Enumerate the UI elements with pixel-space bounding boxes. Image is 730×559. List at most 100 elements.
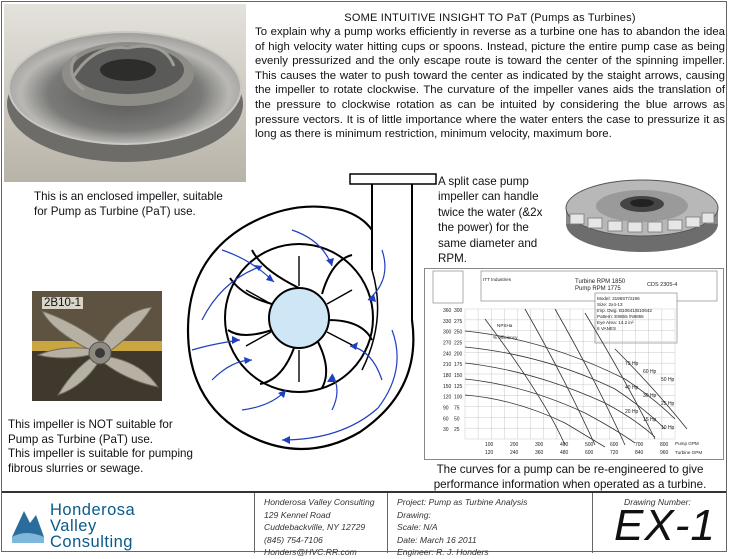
y-tick-label-right: 100 <box>454 395 463 401</box>
y-tick-label-left: 30 <box>443 427 449 433</box>
y-tick-label-left: 360 <box>443 308 452 314</box>
y-tick-label-right: 150 <box>454 373 463 379</box>
pump-curve-vanes: 6 VANES <box>597 326 616 331</box>
hp-curve-label: 25 Hp <box>661 401 675 407</box>
y-tick-label-right: 75 <box>454 406 460 412</box>
hp-curve-label: 15 Hp <box>643 417 657 423</box>
pump-curve-turbine-gpm: Turbine GPM <box>675 450 702 455</box>
not-suitable-caption: This impeller is NOT suitable for Pump a… <box>8 418 173 446</box>
fibrous-slurry-caption: This impeller is suitable for pumping fi… <box>8 447 193 475</box>
x-tick-label-pump: 400 <box>560 442 569 448</box>
title-block-divider <box>592 493 593 553</box>
x-tick-label-turbine: 840 <box>635 450 644 456</box>
split-case-caption: A split case pump impeller can handle tw… <box>438 175 543 266</box>
y-tick-label-left: 60 <box>443 416 449 422</box>
hp-curve-label: 10 Hp <box>661 425 675 431</box>
hp-curve-label: 60 Hp <box>643 369 657 375</box>
x-tick-label-pump: 100 <box>485 442 494 448</box>
company-phone: (845) 754-7106 <box>264 534 323 545</box>
y-tick-label-right: 175 <box>454 362 463 368</box>
hp-curve-label: 75 Hp <box>625 361 639 367</box>
pump-curve-eye-area: Eye Area: 14.2 in² <box>597 320 634 325</box>
project-scale: Scale: N/A <box>397 522 438 533</box>
company-email: Honders@HVC.RR.com <box>264 547 357 558</box>
y-tick-label-right: 275 <box>454 319 463 325</box>
enclosed-impeller-caption: This is an enclosed impeller, suitable f… <box>34 190 223 218</box>
y-tick-label-left: 210 <box>443 362 452 368</box>
pump-curve-turbine-rpm: Turbine RPM 1850 <box>575 279 626 285</box>
open-impeller-label: 2B10-1 <box>42 297 84 309</box>
y-tick-label-left: 240 <box>443 351 452 357</box>
pump-curve-npsh: NPSHa <box>497 323 513 328</box>
x-tick-label-turbine: 360 <box>535 450 544 456</box>
y-tick-label-right: 25 <box>454 427 460 433</box>
x-tick-label-turbine: 600 <box>585 450 594 456</box>
y-tick-label-left: 180 <box>443 373 452 379</box>
split-case-impeller-image <box>562 168 722 256</box>
x-tick-label-pump: 700 <box>635 442 644 448</box>
drawing-number-label: Drawing Number: <box>624 497 691 507</box>
project-engineer: Engineer: R. J. Honders <box>397 547 489 558</box>
logo-word-valley: Valley <box>50 517 97 535</box>
pump-curve-code: CDS 2305-4 <box>647 282 677 288</box>
y-tick-label-left: 120 <box>443 395 452 401</box>
title-block-divider <box>387 493 388 553</box>
drawing-number: EX-1 <box>614 501 716 550</box>
title-block: Honderosa Valley Consulting Honderosa Va… <box>2 491 726 557</box>
title-block-divider <box>254 493 255 553</box>
project-info-block: Project: Pump as Turbine Analysis Drawin… <box>397 496 527 559</box>
open-impeller-photo: 2B10-1 <box>32 291 162 401</box>
logo-word-honderosa: Honderosa <box>50 501 136 519</box>
pump-curve-pump-rpm: Pump RPM 1775 <box>575 286 621 292</box>
x-tick-label-turbine: 960 <box>660 450 669 456</box>
y-tick-label-right: 250 <box>454 330 463 336</box>
hp-curve-label: 40 Hp <box>625 385 639 391</box>
pump-curve-eff: % efficiency <box>493 335 518 340</box>
y-tick-label-left: 300 <box>443 330 452 336</box>
logo-word-consulting: Consulting <box>50 533 133 551</box>
pump-curve-company: ITT Industries <box>483 277 512 282</box>
company-street: 129 Kennel Road <box>264 509 331 520</box>
y-tick-label-right: 125 <box>454 384 463 390</box>
x-tick-label-turbine: 240 <box>510 450 519 456</box>
y-tick-label-right: 225 <box>454 341 463 347</box>
x-tick-label-pump: 600 <box>610 442 619 448</box>
pump-curve-size: Size: 2x4-13 <box>597 302 623 307</box>
y-tick-label-right: 200 <box>454 351 463 357</box>
pump-curve-pattern: Pattern: E9855 /N9855 <box>597 314 644 319</box>
y-tick-label-left: 150 <box>443 384 452 390</box>
pump-curve-pump-gpm: Pump GPM <box>675 441 699 446</box>
volute-diagram <box>182 170 437 460</box>
hp-curve-label: 20 Hp <box>625 409 639 415</box>
hp-curve-label: 30 Hp <box>643 393 657 399</box>
y-tick-label-left: 270 <box>443 341 452 347</box>
x-tick-label-pump: 500 <box>585 442 594 448</box>
project-drawing: Drawing: <box>397 509 431 520</box>
x-tick-label-pump: 800 <box>660 442 669 448</box>
y-tick-label-right: 50 <box>454 416 460 422</box>
x-tick-label-turbine: 120 <box>485 450 494 456</box>
curves-caption: The curves for a pump can be re-engineer… <box>433 463 707 491</box>
pump-curve-chart: ITT Industries Turbine RPM 1850 Pump RPM… <box>424 268 724 460</box>
company-city: Cuddebackville, NY 12729 <box>264 522 366 533</box>
x-tick-label-turbine: 720 <box>610 450 619 456</box>
pump-curve-svg: ITT Industries Turbine RPM 1850 Pump RPM… <box>432 270 718 456</box>
y-tick-label-left: 90 <box>443 406 449 412</box>
pump-curve-imp-dwg: Imp. Dwg. B10641/B10642 <box>597 308 652 313</box>
x-tick-label-turbine: 480 <box>560 450 569 456</box>
intro-paragraph: To explain why a pump works efficiently … <box>255 26 725 141</box>
enclosed-impeller-photo <box>4 4 246 182</box>
pump-curve-model: Model: 3196ST/3196 <box>597 296 640 301</box>
hp-curve-label: 50 Hp <box>661 377 675 383</box>
logo-wordmark: Honderosa Valley Consulting <box>50 501 136 551</box>
x-tick-label-pump: 300 <box>535 442 544 448</box>
company-name: Honderosa Valley Consulting <box>264 497 375 507</box>
y-tick-label-right: 300 <box>454 308 463 314</box>
project-name: Project: Pump as Turbine Analysis <box>397 497 528 507</box>
x-tick-label-pump: 200 <box>510 442 519 448</box>
logo-mark <box>8 503 46 545</box>
page-heading: SOME INTUITIVE INSIGHT TO PaT (Pumps as … <box>344 12 636 24</box>
y-tick-label-left: 330 <box>443 319 452 325</box>
company-contact-block: Honderosa Valley Consulting 129 Kennel R… <box>264 496 375 559</box>
